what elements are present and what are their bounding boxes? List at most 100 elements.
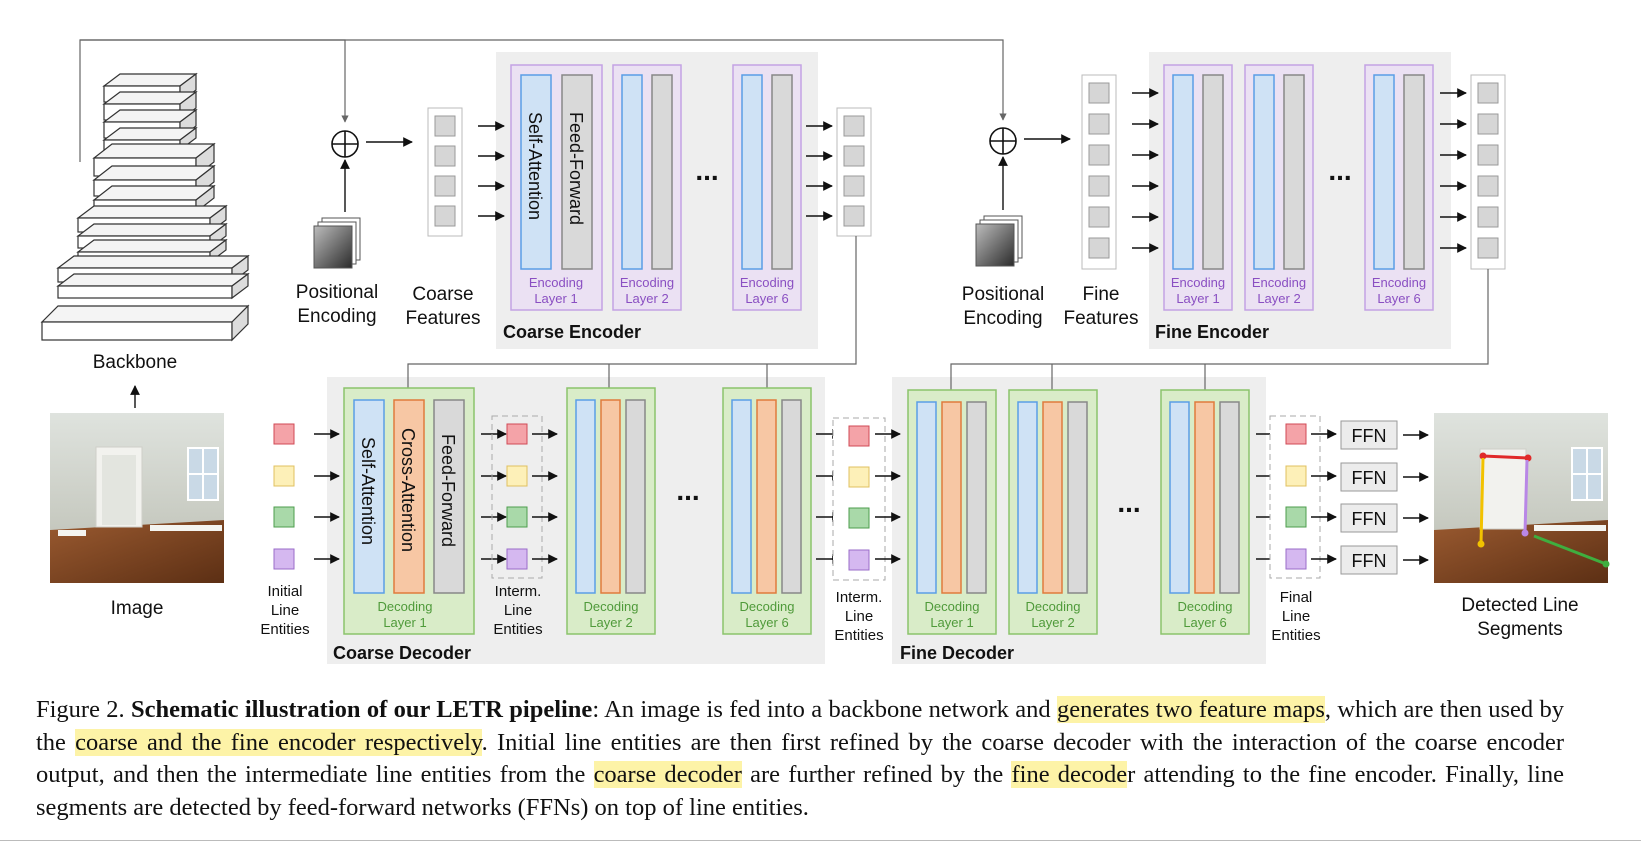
interm-inner-label-1: Interm.	[495, 583, 542, 600]
fine-enc-layer2-word: Encoding	[1252, 275, 1306, 290]
fine-features-label-line1: Fine	[1083, 284, 1120, 305]
fine-enc-layer1-num: Layer 1	[1176, 291, 1219, 306]
fine-encoder-title: Fine Encoder	[1155, 322, 1269, 342]
interm-between-arrows-out	[875, 429, 901, 564]
coarse-dec-layer1-word: Decoding	[378, 599, 433, 614]
interm-between-label-2: Line	[845, 608, 873, 625]
coarse-encoding-layer-1: Self-Attention Feed-Forward Encoding Lay…	[510, 64, 603, 311]
figure-caption: Figure 2. Schematic illustration of our …	[36, 694, 1564, 824]
initial-line-entities-label-1: Initial	[267, 583, 302, 600]
interm-inner-label-2: Line	[504, 602, 532, 619]
coarse-dec-layer1-num: Layer 1	[383, 615, 426, 630]
coarse-dec-layer6-num: Layer 6	[745, 615, 788, 630]
coarse-positional-encoding-icon	[313, 217, 361, 269]
caption-highlight-3: coarse decoder	[593, 761, 742, 788]
ffn-label-4: FFN	[1352, 551, 1387, 571]
fine-features-column	[1081, 74, 1117, 270]
fine-pe-label-line1: Positional	[962, 284, 1044, 305]
coarse-features-arrows	[478, 121, 505, 221]
final-entities-to-ffn-arrows	[1311, 429, 1337, 564]
coarse-features-column	[427, 107, 463, 237]
coarse-dec-layer6-word: Decoding	[740, 599, 795, 614]
interm-inner-label-3: Entities	[493, 621, 542, 638]
ffn-box-3: FFN	[1340, 503, 1398, 533]
fine-encoding-layer-1: Encoding Layer 1	[1163, 64, 1233, 311]
coarse-enc-layer6-word: Encoding	[740, 275, 794, 290]
caption-text-4: are further refined by the	[741, 761, 1012, 788]
coarse-dec-feed-forward-label: Feed-Forward	[438, 434, 458, 547]
fine-features-arrows	[1132, 88, 1159, 253]
fine-enc-layer6-num: Layer 6	[1377, 291, 1420, 306]
fine-dec-layer1-word: Decoding	[925, 599, 980, 614]
ffn-box-2: FFN	[1340, 462, 1398, 492]
coarse-dec-layer2-num: Layer 2	[589, 615, 632, 630]
fine-decoding-layer-6: Decoding Layer 6	[1160, 389, 1250, 635]
initial-line-entities	[273, 423, 295, 570]
caption-figure-number: Figure 2.	[36, 696, 125, 723]
fine-enc-layer6-word: Encoding	[1372, 275, 1426, 290]
detected-line-segments-image	[1434, 413, 1610, 583]
backbone-stack	[40, 72, 250, 342]
fine-decoder-title: Fine Decoder	[900, 643, 1014, 663]
letr-pipeline-diagram: Backbone Image Positional Encoding Co	[40, 39, 1610, 664]
coarse-decoding-layer-6: Decoding Layer 6	[722, 387, 812, 635]
fine-dec-layer6-num: Layer 6	[1183, 615, 1226, 630]
coarse-encoder-output-column	[836, 107, 872, 237]
fine-pe-label-line2: Encoding	[963, 308, 1042, 329]
coarse-encoding-layer-2: Encoding Layer 2	[612, 64, 682, 311]
ffn-label-3: FFN	[1352, 509, 1387, 529]
caption-text-5: r attending to the fine encoder. Finally…	[36, 761, 1564, 821]
initial-entities-arrows	[314, 429, 340, 564]
fine-encoder-ellipsis: ...	[1328, 155, 1351, 186]
coarse-dec-cross-attention-label: Cross-Attention	[398, 428, 418, 552]
coarse-enc-layer1-word: Encoding	[529, 275, 583, 290]
ffn-box-4: FFN	[1340, 545, 1398, 575]
caption-highlight-4: fine decode	[1011, 761, 1128, 788]
fine-decoder-ellipsis: ...	[1117, 487, 1140, 518]
ffn-to-output-arrows	[1403, 430, 1429, 565]
coarse-pe-label-line2: Encoding	[297, 306, 376, 327]
initial-line-entities-label-2: Line	[271, 602, 299, 619]
coarse-decoder-arrows-in	[481, 429, 507, 564]
backbone-label: Backbone	[93, 352, 178, 373]
final-entities-label-2: Line	[1282, 608, 1310, 625]
coarse-pe-label-line1: Positional	[296, 282, 378, 303]
interm-between-label-1: Interm.	[836, 589, 883, 606]
coarse-decoder-ellipsis: ...	[676, 475, 699, 506]
coarse-encoder-output-arrows	[806, 121, 833, 221]
coarse-decoder-title: Coarse Decoder	[333, 643, 471, 663]
interm-between-label-3: Entities	[834, 627, 883, 644]
fine-positional-encoding-icon	[975, 215, 1023, 267]
coarse-dec-layer2-word: Decoding	[584, 599, 639, 614]
coarse-enc-layer1-num: Layer 1	[534, 291, 577, 306]
ffn-label-1: FFN	[1352, 426, 1387, 446]
fine-encoding-layer-6: Encoding Layer 6	[1364, 64, 1434, 311]
coarse-enc-self-attention-label: Self-Attention	[525, 112, 545, 220]
fine-encoder-output-column	[1470, 74, 1506, 270]
ffn-label-2: FFN	[1352, 468, 1387, 488]
coarse-dec-self-attention-label: Self-Attention	[358, 437, 378, 545]
interm-line-entities-inner	[491, 415, 543, 579]
coarse-add-icon	[331, 130, 359, 158]
coarse-features-label-line1: Coarse	[412, 284, 473, 305]
interm-line-entities-between	[832, 417, 886, 581]
fine-add-icon	[989, 127, 1017, 155]
caption-highlight-1: generates two feature maps	[1056, 696, 1325, 723]
final-entities-label-3: Entities	[1271, 627, 1320, 644]
fine-decoding-layer-1: Decoding Layer 1	[907, 389, 997, 635]
caption-text-3: . Initial line entities are then first r…	[36, 728, 1565, 789]
coarse-encoder-ellipsis: ...	[695, 155, 718, 186]
ffn-box-1: FFN	[1340, 420, 1398, 450]
fine-dec-layer6-word: Decoding	[1178, 599, 1233, 614]
caption-bold-title: Schematic illustration of our LETR pipel…	[131, 696, 593, 723]
fine-encoder-output-arrows	[1440, 88, 1467, 253]
coarse-enc-layer6-num: Layer 6	[745, 291, 788, 306]
fine-features-label-line2: Features	[1064, 308, 1139, 329]
detected-segments-label-line2: Segments	[1477, 619, 1563, 640]
fine-dec-layer1-num: Layer 1	[930, 615, 973, 630]
coarse-enc-layer2-num: Layer 2	[625, 291, 668, 306]
detected-segments-label-line1: Detected Line	[1461, 595, 1578, 616]
fine-encoding-layer-2: Encoding Layer 2	[1244, 64, 1314, 311]
fine-enc-layer2-num: Layer 2	[1257, 291, 1300, 306]
coarse-decoding-layer-1: Self-Attention Cross-Attention Feed-Forw…	[343, 387, 475, 635]
